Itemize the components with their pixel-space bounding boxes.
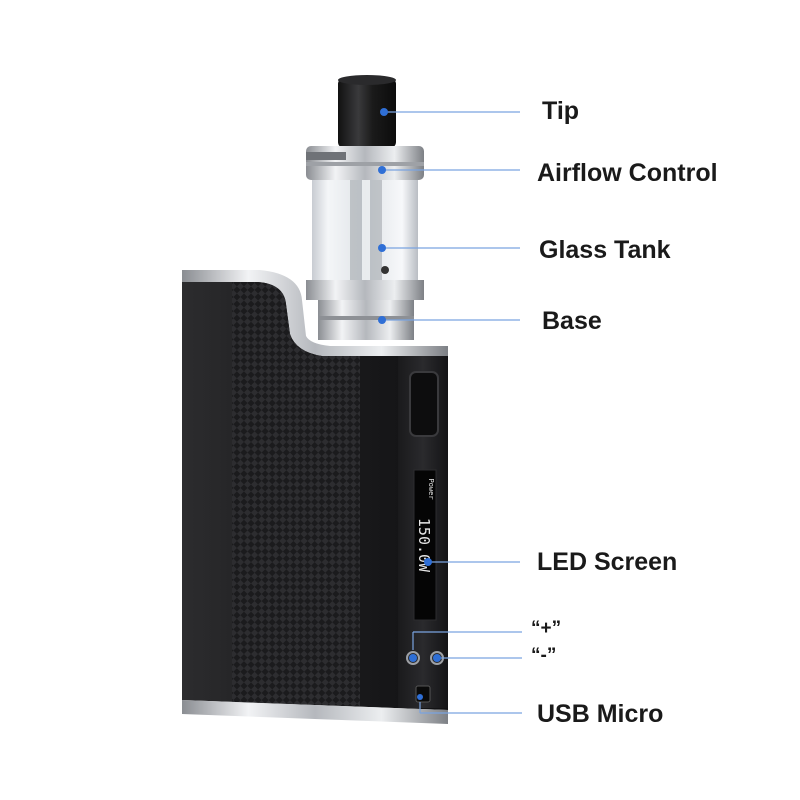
label-led-screen: LED Screen xyxy=(537,548,678,576)
marker-minus xyxy=(433,654,441,662)
marker-screen xyxy=(424,558,432,566)
label-tip: Tip xyxy=(542,97,580,125)
screen-mode: Power xyxy=(427,478,435,499)
label-usb-micro: USB Micro xyxy=(537,700,664,728)
label-base: Base xyxy=(542,307,602,335)
marker-dots xyxy=(378,108,441,700)
label-airflow-control: Airflow Control xyxy=(537,159,718,187)
airflow-ring xyxy=(306,146,424,180)
marker-glass xyxy=(378,244,386,252)
mod-body xyxy=(182,270,448,724)
label-minus: “-” xyxy=(531,645,557,666)
marker-plus xyxy=(409,654,417,662)
marker-airflow xyxy=(378,166,386,174)
marker-base xyxy=(378,316,386,324)
glass-tank xyxy=(312,180,418,280)
marker-tip xyxy=(380,108,388,116)
label-plus: “+” xyxy=(531,618,562,639)
marker-usb xyxy=(417,694,423,700)
leader-lines xyxy=(382,111,522,714)
label-glass-tank: Glass Tank xyxy=(539,236,671,264)
drip-tip xyxy=(338,75,396,148)
tank-base xyxy=(306,280,424,340)
